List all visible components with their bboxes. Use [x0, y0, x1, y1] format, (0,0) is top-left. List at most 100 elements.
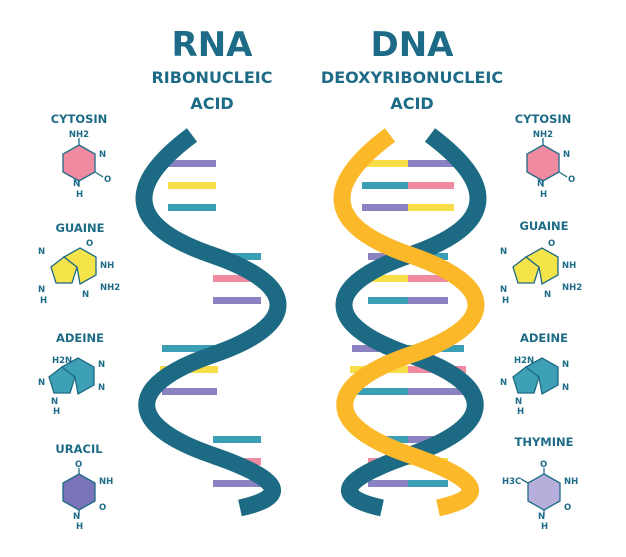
atom-label: H2N — [52, 356, 72, 366]
right-cytosine: CYTOSIN NH2 N N H O — [515, 112, 576, 200]
rna-rung — [213, 436, 261, 443]
base-name: THYMINE — [515, 435, 574, 449]
base-name: ADEINE — [520, 331, 568, 345]
base-name: GUAINE — [519, 219, 568, 233]
right-adenine: ADEINE H2N N N N N H — [500, 331, 569, 417]
dna-subtitle-line2: ACID — [390, 94, 433, 113]
atom-label: N — [562, 383, 569, 393]
dna-rung — [408, 160, 454, 167]
dna-rung — [362, 204, 408, 211]
atom-label: N — [73, 179, 80, 189]
atom-label: N — [538, 512, 545, 522]
atom-label: H — [541, 522, 548, 532]
left-guanine: GUAINE O N NH N N H NH2 — [38, 221, 120, 306]
rna-rung — [168, 182, 216, 189]
atom-label: N — [51, 397, 58, 407]
atom-label: N — [544, 290, 551, 300]
base-name: URACIL — [55, 442, 103, 456]
atom-label: N — [99, 150, 106, 160]
atom-label: N — [73, 512, 80, 522]
thymine-structure-icon: O H3C NH N H O — [502, 460, 578, 532]
atom-label: O — [568, 175, 575, 185]
atom-label: NH2 — [69, 130, 89, 140]
dna-helix — [333, 128, 487, 517]
atom-label: H — [517, 407, 524, 417]
atom-label: NH2 — [100, 283, 120, 293]
dna-title: DNA — [371, 25, 455, 65]
guanine-structure-icon: O N NH N N H NH2 — [38, 239, 120, 306]
dna-subtitle-line1: DEOXYRIBONUCLEIC — [321, 68, 503, 87]
rna-rung — [213, 480, 261, 487]
rna-rung — [168, 204, 216, 211]
rna-rung — [213, 275, 261, 282]
atom-label: O — [548, 239, 555, 249]
atom-label: H — [40, 296, 47, 306]
atom-label: O — [104, 175, 111, 185]
right-guanine: GUAINE O N NH N N H NH2 — [500, 219, 582, 306]
dna-rung — [408, 480, 448, 487]
rna-rung — [162, 388, 217, 395]
atom-label: N — [500, 378, 507, 388]
atom-label: N — [38, 247, 45, 257]
left-uracil: URACIL O NH N H O — [55, 442, 113, 532]
rna-rung — [162, 345, 217, 352]
atom-label: O — [99, 503, 106, 513]
atom-label: H — [76, 522, 83, 532]
cytosine-structure-icon: NH2 N N H O — [526, 130, 575, 200]
atom-label: H — [540, 190, 547, 200]
adenine-structure-icon: H2N N N N N H — [500, 356, 569, 417]
atom-label: NH — [564, 477, 578, 487]
atom-label: H3C — [502, 477, 521, 487]
dna-rung — [368, 297, 408, 304]
dna-rung — [368, 275, 408, 282]
atom-label: NH — [99, 477, 113, 487]
left-adenine: ADEINE H2N N N N N H — [38, 331, 105, 417]
atom-label: H — [502, 296, 509, 306]
atom-label: N — [562, 360, 569, 370]
atom-label: N — [38, 378, 45, 388]
atom-label: O — [75, 460, 82, 470]
atom-label: NH — [562, 261, 576, 271]
atom-label: NH2 — [533, 130, 553, 140]
atom-label: H — [53, 407, 60, 417]
atom-label: N — [98, 383, 105, 393]
base-name: GUAINE — [55, 221, 104, 235]
uracil-structure-icon: O NH N H O — [62, 460, 113, 532]
rna-backbone-strand — [135, 128, 287, 517]
left-cytosine: CYTOSIN NH2 N N H O — [51, 112, 112, 200]
atom-label: N — [563, 150, 570, 160]
atom-label: N — [38, 285, 45, 295]
dna-rung — [362, 160, 408, 167]
base-name: CYTOSIN — [515, 112, 572, 126]
atom-label: N — [82, 290, 89, 300]
dna-rung — [368, 480, 408, 487]
dna-rung — [408, 297, 448, 304]
dna-rung — [408, 388, 464, 395]
atom-label: N — [515, 397, 522, 407]
atom-label: O — [86, 239, 93, 249]
atom-label: NH2 — [562, 283, 582, 293]
rna-rung — [213, 297, 261, 304]
atom-label: N — [98, 360, 105, 370]
rna-subtitle-line1: RIBONUCLEIC — [151, 68, 272, 87]
atom-label: O — [564, 503, 571, 513]
cytosine-structure-icon: NH2 N N H O — [62, 130, 111, 200]
atom-label: N — [500, 285, 507, 295]
rna-title: RNA — [172, 25, 254, 65]
base-name: CYTOSIN — [51, 112, 108, 126]
rna-rung — [168, 160, 216, 167]
atom-label: N — [500, 247, 507, 257]
atom-label: N — [537, 179, 544, 189]
dna-backbone-strand-yellow — [333, 128, 485, 517]
right-thymine: THYMINE O H3C NH N H O — [502, 435, 578, 532]
atom-label: H — [76, 190, 83, 200]
dna-rung — [352, 388, 408, 395]
base-name: ADEINE — [56, 331, 104, 345]
dna-rung — [408, 275, 448, 282]
dna-rung — [408, 204, 454, 211]
rna-subtitle-line2: ACID — [190, 94, 233, 113]
rna-helix — [135, 128, 287, 517]
dna-rung — [362, 182, 408, 189]
atom-label: H2N — [514, 356, 534, 366]
